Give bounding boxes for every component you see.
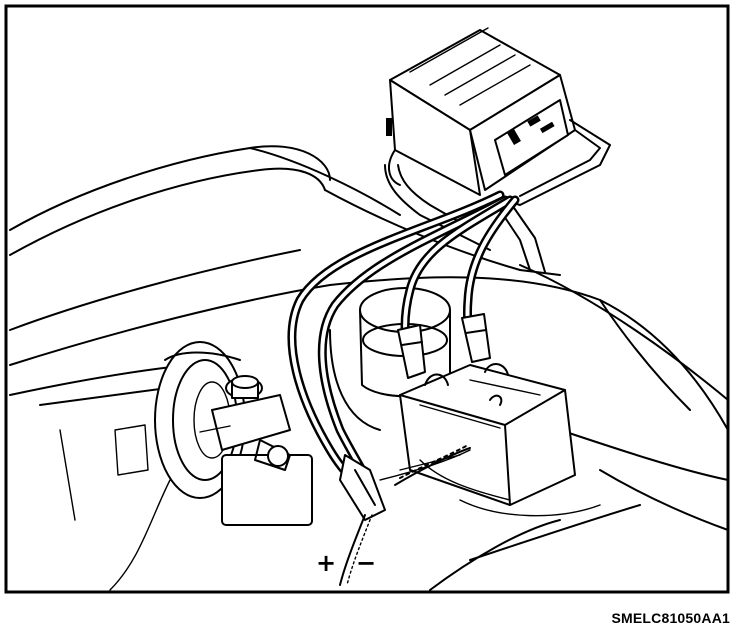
ground-strap xyxy=(394,444,471,486)
master-cylinder xyxy=(199,375,313,526)
battery-charger xyxy=(386,27,611,206)
battery xyxy=(379,363,601,517)
terminal-positive-label: + xyxy=(316,549,336,577)
engine-bay-outline xyxy=(9,145,729,591)
charger-cables xyxy=(287,190,520,510)
battery-clamps xyxy=(339,313,491,521)
terminal-negative-label: − xyxy=(356,549,376,577)
charge-lead xyxy=(339,514,373,586)
figure-frame xyxy=(4,4,730,594)
figure-code-label: SMELC81050AA1 xyxy=(611,610,730,626)
charger-stand xyxy=(384,164,546,273)
